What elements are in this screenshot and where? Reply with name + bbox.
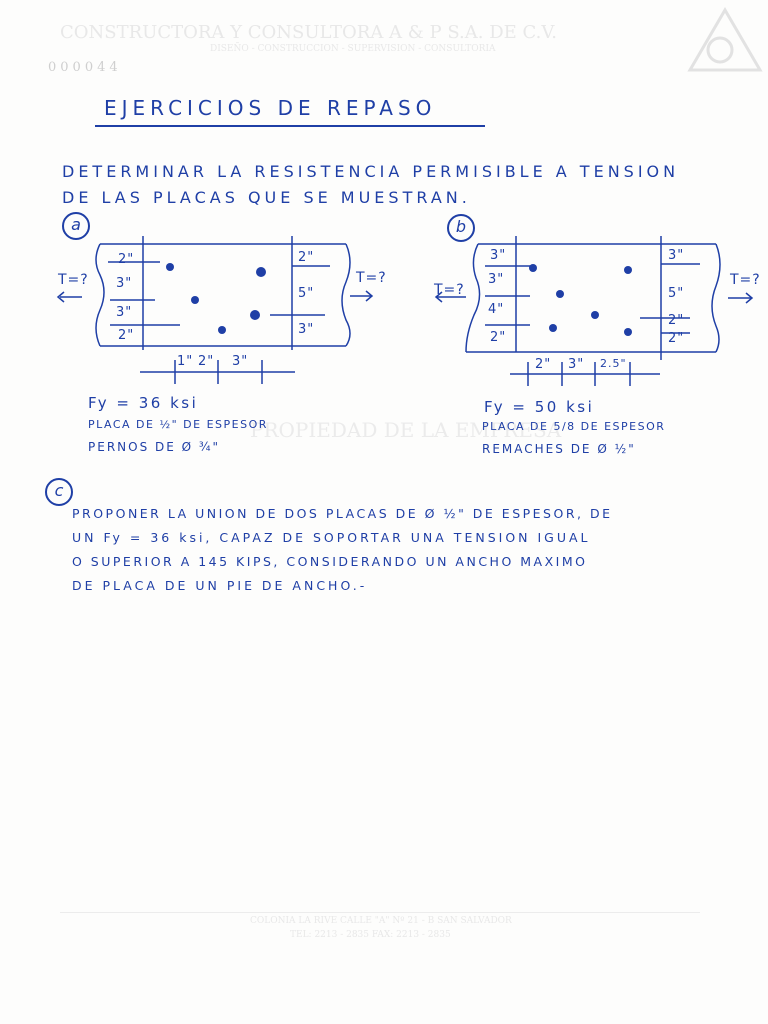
b-right-dim-2: 5"	[668, 286, 685, 301]
bolt-a-5	[218, 326, 226, 334]
problem-a-label: a	[62, 212, 90, 240]
problem-b-tension-left: T=?	[434, 282, 465, 298]
problem-c-line-1: PROPONER LA UNION DE DOS PLACAS DE Ø ½" …	[72, 506, 613, 521]
problem-b-remaches: REMACHES DE Ø ½"	[482, 442, 636, 456]
intro-line-2: DE LAS PLACAS QUE SE MUESTRAN.	[62, 188, 471, 207]
letterhead-company: CONSTRUCTORA Y CONSULTORA A & P S.A. DE …	[60, 22, 557, 43]
b-right-dim-3: 2"	[668, 313, 685, 328]
footer-address: COLONIA LA RIVE CALLE "A" Nº 21 - B SAN …	[250, 916, 512, 926]
bolt-a-2	[256, 267, 266, 277]
a-left-dim-1: 2"	[118, 252, 135, 267]
footer-rule	[60, 912, 700, 913]
b-bottom-dim-2: 3"	[568, 357, 585, 372]
problem-c-line-3: O SUPERIOR A 145 KIPS, CONSIDERANDO UN A…	[72, 554, 588, 569]
bolt-a-3	[191, 296, 199, 304]
rivet-b-3	[556, 290, 564, 298]
footer-phone: TEL: 2213 - 2835 FAX: 2213 - 2835	[290, 930, 451, 940]
watermark-text: PROPIEDAD DE LA EMPRESA	[250, 418, 562, 442]
b-bottom-dim-3: 2.5"	[600, 357, 627, 370]
rivet-b-2	[624, 266, 632, 274]
page-title: EJERCICIOS DE REPASO	[104, 96, 437, 120]
bolt-a-4	[250, 310, 260, 320]
b-right-dim-1: 3"	[668, 248, 685, 263]
a-left-dim-2: 3"	[116, 276, 133, 291]
a-right-dim-1: 2"	[298, 250, 315, 265]
b-left-dim-4: 2"	[490, 330, 507, 345]
a-left-dim-4: 2"	[118, 328, 135, 343]
a-bottom-dim-1: 1"	[177, 354, 194, 369]
problem-a-tension-left: T=?	[58, 272, 89, 288]
problem-a-tension-right: T=?	[356, 270, 387, 286]
problem-b-tension-right: T=?	[730, 272, 761, 288]
title-underline	[95, 125, 485, 127]
letterhead-services: DISEÑO - CONSTRUCCION - SUPERVISION - CO…	[210, 44, 496, 54]
problem-a-fy: Fy = 36 ksi	[88, 394, 199, 412]
problem-c-line-4: DE PLACA DE UN PIE DE ANCHO.-	[72, 578, 368, 593]
b-left-dim-1: 3"	[490, 248, 507, 263]
rivet-b-1	[529, 264, 537, 272]
rivet-b-4	[591, 311, 599, 319]
a-right-dim-2: 5"	[298, 286, 315, 301]
a-bottom-dim-3: 3"	[232, 354, 249, 369]
a-right-dim-3: 3"	[298, 322, 315, 337]
intro-line-1: DETERMINAR LA RESISTENCIA PERMISIBLE A T…	[62, 162, 680, 181]
problem-b-fy: Fy = 50 ksi	[484, 398, 595, 416]
folio-number: 000044	[48, 60, 122, 75]
rivet-b-5	[549, 324, 557, 332]
rivet-b-6	[624, 328, 632, 336]
problem-b-placa: PLACA DE 5/8 DE ESPESOR	[482, 420, 666, 433]
a-bottom-dim-2: 2"	[198, 354, 215, 369]
problem-c-label: c	[45, 478, 73, 506]
problem-c-line-2: UN Fy = 36 ksi, CAPAZ DE SOPORTAR UNA TE…	[72, 530, 591, 545]
problem-a-placa: PLACA DE ½" DE ESPESOR	[88, 418, 268, 431]
b-right-dim-4: 2"	[668, 331, 685, 346]
problem-a-pernos: PERNOS DE Ø ¾"	[88, 440, 221, 454]
bolt-a-1	[166, 263, 174, 271]
b-left-dim-3: 4"	[488, 302, 505, 317]
a-left-dim-3: 3"	[116, 305, 133, 320]
problem-b-label: b	[447, 214, 475, 242]
b-bottom-dim-1: 2"	[535, 357, 552, 372]
b-left-dim-2: 3"	[488, 272, 505, 287]
